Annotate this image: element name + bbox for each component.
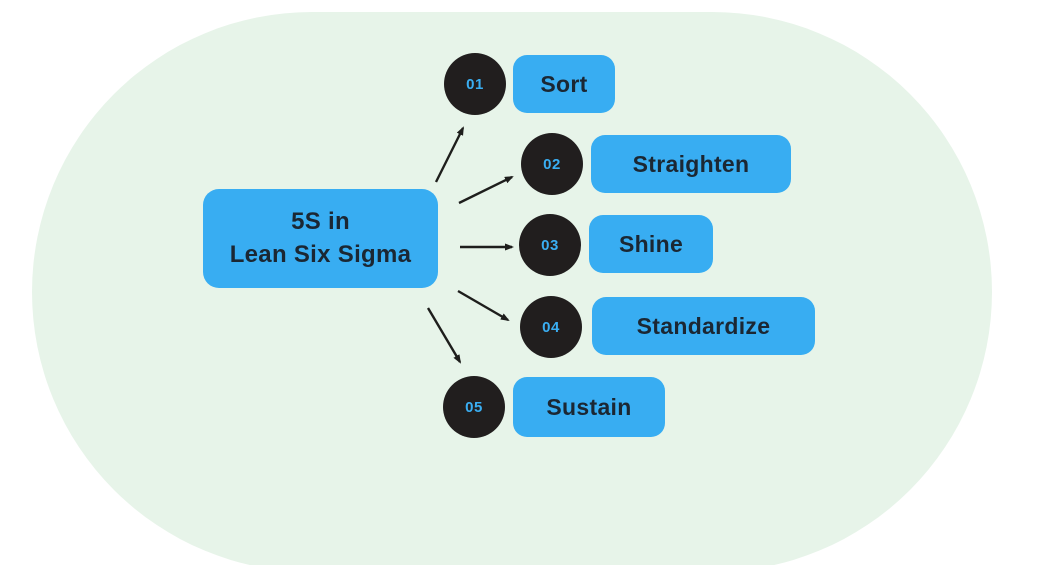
- step-label-sort: Sort: [513, 55, 615, 113]
- step-number-circle-02: 02: [521, 133, 583, 195]
- step-label-shine: Shine: [589, 215, 713, 273]
- step-label-sustain: Sustain: [513, 377, 665, 437]
- central-topic-line2: Lean Six Sigma: [229, 240, 412, 268]
- step-label-straighten: Straighten: [591, 135, 791, 193]
- step-number-circle-05: 05: [443, 376, 505, 438]
- background-blob: [32, 12, 992, 565]
- step-label-standardize: Standardize: [592, 297, 815, 355]
- central-topic-box: 5S in Lean Six Sigma: [203, 189, 438, 288]
- central-topic-line1: 5S in: [291, 208, 350, 236]
- step-number-circle-03: 03: [519, 214, 581, 276]
- step-number-circle-01: 01: [444, 53, 506, 115]
- step-number-circle-04: 04: [520, 296, 582, 358]
